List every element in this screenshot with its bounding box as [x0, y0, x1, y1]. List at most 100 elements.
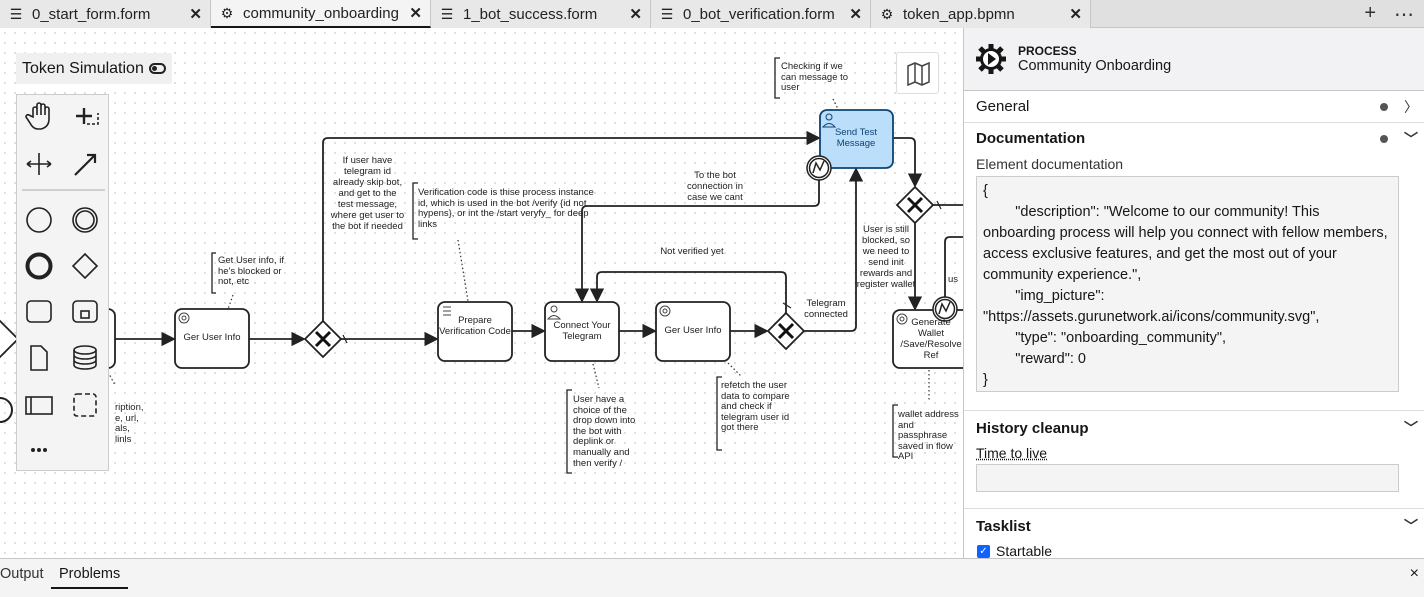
flow-telegram-connected[interactable] — [804, 167, 864, 332]
tab-output[interactable]: Output — [0, 566, 44, 582]
space-tool-icon[interactable] — [26, 153, 52, 175]
hand-tool-icon[interactable] — [25, 102, 50, 130]
flow-to-bot[interactable] — [574, 180, 820, 303]
flow[interactable] — [893, 137, 923, 188]
element-documentation-label: Element documentation — [976, 156, 1124, 172]
data-object-icon[interactable] — [30, 345, 48, 371]
bottom-panel: Output Problems × — [0, 558, 1424, 597]
gateway-icon[interactable] — [71, 252, 99, 280]
task-label: Send Test Message — [834, 127, 878, 149]
gateway-x-icons — [314, 196, 924, 348]
flow-label: Not verified yet — [660, 246, 724, 257]
tab-community-onboarding[interactable]: ⚙community_onboarding.bpmn✕ — [211, 0, 431, 28]
map-icon — [907, 61, 930, 87]
boundary-error-event[interactable] — [932, 296, 958, 322]
tool-palette — [16, 94, 109, 471]
service-task-icon — [896, 313, 908, 325]
tab-1-bot-success[interactable]: ☰1_bot_success.form✕ — [431, 0, 651, 28]
gateway-partial[interactable] — [0, 319, 20, 359]
more-tools-icon[interactable] — [31, 448, 47, 452]
script-task-icon — [443, 306, 451, 316]
close-icon[interactable]: ✕ — [409, 5, 422, 22]
gear-icon: ⚙ — [220, 4, 234, 21]
subprocess-icon[interactable] — [72, 300, 98, 323]
tab-problems[interactable]: Problems — [51, 559, 129, 589]
flow-label: us — [948, 274, 959, 285]
group-icon[interactable] — [73, 393, 97, 417]
startable-checkbox[interactable]: ✓ — [977, 544, 990, 558]
task-send-test-message[interactable] — [819, 109, 894, 169]
tab-token-app[interactable]: ⚙token_app.bpmn✕ — [871, 0, 1091, 28]
task-connect-telegram[interactable] — [544, 301, 620, 362]
end-event-icon[interactable] — [25, 252, 53, 280]
token-simulation-toggle[interactable]: Token Simulation — [16, 53, 172, 84]
flow-label: To the bot connection in case we cant se… — [687, 170, 743, 204]
chevron-right-icon[interactable]: 〉 — [1404, 98, 1418, 115]
tab-bar: ☰0_start_form.form✕ ⚙community_onboardin… — [0, 0, 1424, 28]
start-event-icon[interactable] — [26, 207, 52, 233]
close-icon[interactable]: × — [1409, 565, 1419, 582]
lasso-tool-icon[interactable] — [76, 108, 99, 125]
task-ger-user-info-2[interactable] — [655, 301, 731, 362]
close-icon[interactable]: ✕ — [849, 6, 862, 23]
user-task-icon — [550, 305, 558, 313]
element-documentation-textarea[interactable]: { "description": "Welcome to our communi… — [976, 176, 1399, 392]
flow-label: Telegram connected — [804, 298, 848, 320]
flow[interactable] — [322, 130, 821, 321]
section-documentation: Documentation﹀ Element documentation { "… — [964, 123, 1424, 411]
task-prepare-verification[interactable] — [437, 301, 513, 362]
status-dot — [1380, 102, 1388, 111]
chevron-down-icon[interactable]: ﹀ — [1404, 518, 1418, 534]
form-icon: ☰ — [660, 5, 674, 22]
time-to-live-input[interactable] — [976, 464, 1399, 492]
tab-0-bot-verification[interactable]: ☰0_bot_verification.form✕ — [651, 0, 871, 28]
more-button[interactable]: ⋯ — [1394, 4, 1414, 26]
annotation: Get User info, if he's blocked or not, e… — [218, 255, 284, 288]
flow-label: User is still blocked, so we need to sen… — [856, 224, 916, 290]
task-label: Connect Your Telegram — [553, 320, 611, 342]
panel-header: PROCESS Community Onboarding — [964, 28, 1424, 91]
element-type: PROCESS — [1018, 44, 1077, 58]
task-label: Ger User Info — [664, 325, 722, 336]
bpmn-canvas[interactable]: Token Simulation Ger User Info Prepare V… — [0, 28, 963, 558]
flow[interactable] — [944, 236, 963, 297]
gear-icon: ⚙ — [880, 5, 894, 22]
annotation: Verification code is thise process insta… — [418, 187, 594, 230]
service-task-icon — [178, 312, 190, 324]
time-to-live-label: Time to live — [976, 445, 1048, 461]
section-tasklist: Tasklist﹀ ✓Startable — [976, 517, 1418, 559]
pool-icon[interactable] — [25, 396, 53, 415]
diagram — [0, 57, 963, 474]
minimap-toggle-button[interactable] — [896, 52, 939, 94]
associations — [107, 98, 930, 402]
form-icon: ☰ — [440, 5, 454, 22]
task-label: Generate Wallet /Save/Resolve Ref — [900, 317, 962, 361]
close-icon[interactable]: ✕ — [629, 6, 642, 23]
intermediate-event-icon[interactable] — [72, 207, 98, 233]
annotation: refetch the user data to compare and che… — [721, 380, 790, 434]
annotation: ription, e, url, als, linls — [115, 402, 144, 445]
flow-label: If user have telegram id already skip bo… — [330, 155, 405, 232]
task-label: Prepare Verification Code — [439, 315, 511, 337]
chevron-down-icon[interactable]: ﹀ — [1404, 130, 1418, 147]
close-icon[interactable]: ✕ — [1069, 6, 1082, 23]
event-partial[interactable] — [0, 397, 13, 423]
task-label: Ger User Info — [183, 332, 241, 343]
tab-0-start-form[interactable]: ☰0_start_form.form✕ — [0, 0, 211, 28]
connect-tool-icon[interactable] — [74, 153, 97, 176]
chevron-down-icon[interactable]: ﹀ — [1404, 420, 1418, 436]
task-icon[interactable] — [26, 300, 52, 323]
section-general[interactable]: General〉 — [964, 91, 1424, 123]
annotation-brackets — [211, 57, 898, 474]
data-store-icon[interactable] — [73, 345, 97, 370]
task-type-icons — [178, 113, 908, 325]
task-ger-user-info-1[interactable] — [174, 308, 250, 369]
boundary-error-event[interactable] — [806, 155, 832, 181]
form-icon: ☰ — [9, 5, 23, 22]
flow-not-verified[interactable] — [589, 271, 787, 313]
annotation: User have a choice of the drop down into… — [573, 394, 636, 469]
add-tab-button[interactable]: + — [1364, 2, 1376, 24]
close-icon[interactable]: ✕ — [189, 6, 202, 23]
user-task-icon — [825, 113, 833, 121]
properties-panel: PROCESS Community Onboarding General〉 Do… — [963, 28, 1424, 558]
